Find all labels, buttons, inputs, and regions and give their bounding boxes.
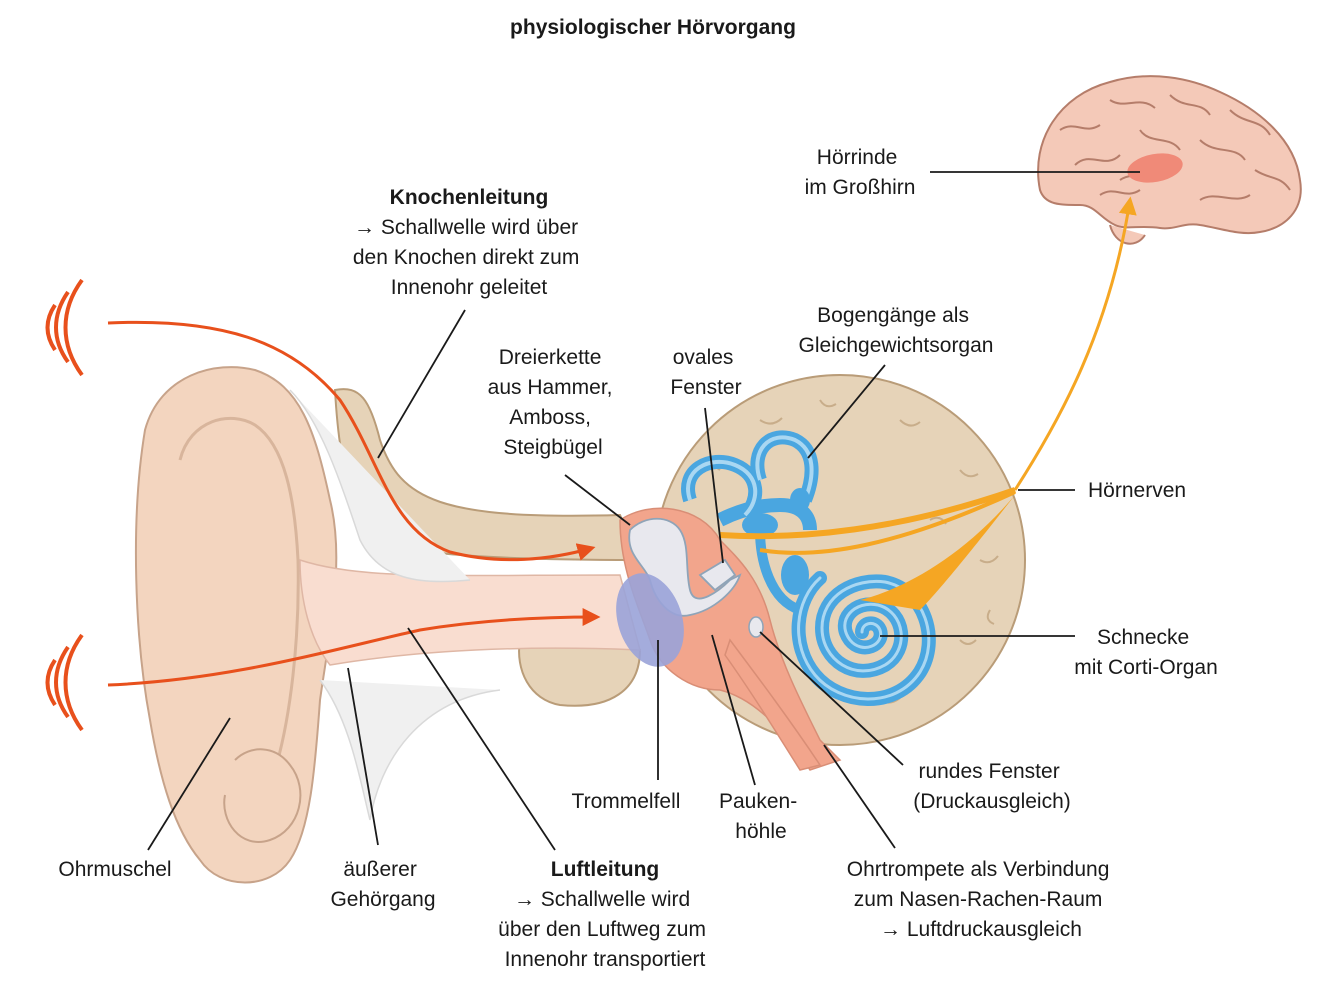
label-gehoergang: äußerer Gehörgang [330, 858, 435, 911]
label-bogengaenge: Bogengänge als Gleichgewichtsorgan [799, 304, 994, 357]
label-ohrmuschel: Ohrmuschel [58, 858, 171, 881]
bone-conduction-path [107, 320, 596, 562]
brain [1037, 75, 1302, 245]
auditory-cortex [1127, 153, 1183, 183]
round-window [748, 616, 764, 638]
label-hoerrinde: Hörrinde im Großhirn [805, 146, 916, 199]
sound-waves-top [45, 278, 84, 377]
label-luftleitung-body: → Schallwelle wird über den Luftweg zum … [498, 888, 712, 971]
label-paukenhoehle: Pauken- höhle [719, 790, 803, 843]
inner-ear [681, 430, 936, 706]
label-ovales-fenster: ovales Fenster [670, 346, 741, 399]
eardrum [616, 573, 684, 667]
leader-lines [147, 171, 1140, 851]
pinna [134, 366, 338, 884]
label-rundes-fenster: rundes Fenster (Druckausgleich) [913, 760, 1071, 813]
air-conduction-path [107, 608, 601, 687]
sound-waves-bottom [45, 633, 84, 732]
diagram-title: physiologischer Hörvorgang [510, 16, 796, 39]
label-ohrtrompete: Ohrtrompete als Verbindung zum Nasen-Rac… [847, 858, 1116, 941]
auditory-nerve [719, 196, 1137, 610]
label-knochenleitung-body: → Schallwelle wird über den Knochen dire… [353, 216, 585, 299]
label-knochenleitung-head: Knochenleitung [390, 186, 549, 209]
label-trommelfell: Trommelfell [572, 790, 681, 813]
label-luftleitung-head: Luftleitung [551, 858, 659, 881]
label-schnecke: Schnecke mit Corti-Organ [1074, 626, 1218, 679]
label-hoernerven: Hörnerven [1088, 479, 1186, 502]
label-dreierkette: Dreierkette aus Hammer, Amboss, Steigbüg… [488, 346, 619, 459]
